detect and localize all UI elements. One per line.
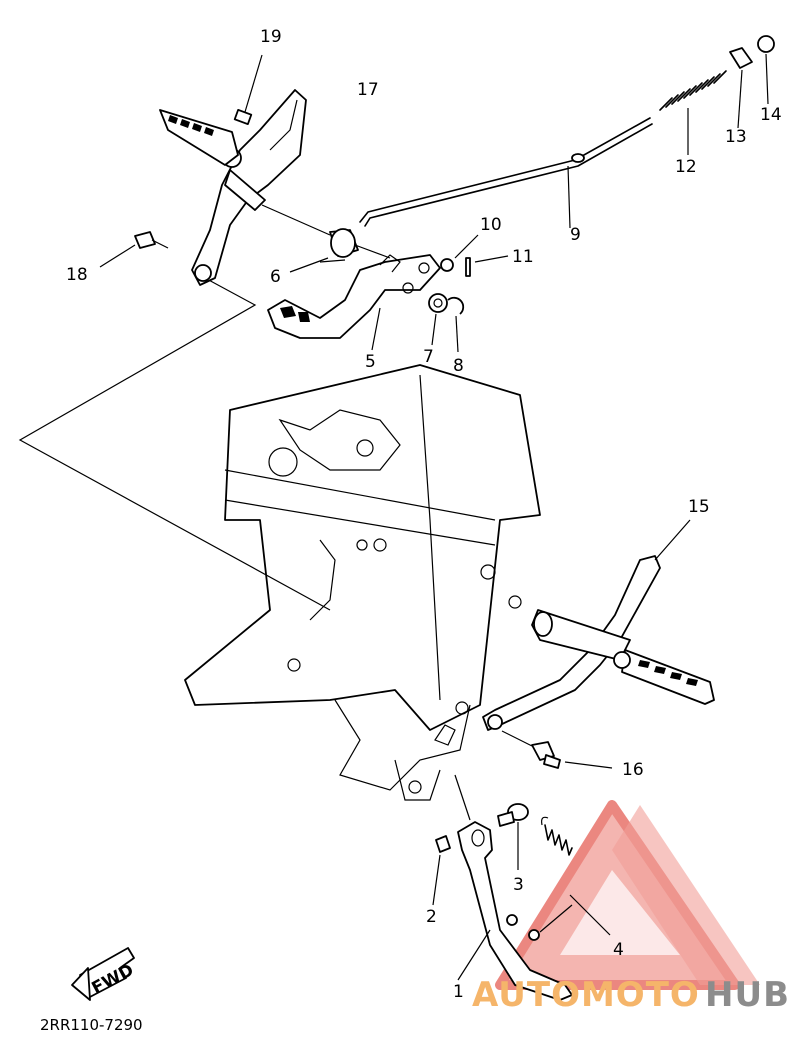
- part-12-spring: [659, 70, 727, 155]
- diagram-code: 2RR110-7290: [40, 1016, 143, 1034]
- watermark-text-automoto: AUTOMOTO: [472, 975, 700, 1015]
- callout-3: 3: [513, 875, 524, 895]
- part-15-footrest-bracket: [482, 519, 715, 731]
- callout-7: 7: [423, 347, 434, 367]
- part-6-bushing: [289, 228, 359, 273]
- frame: [184, 364, 541, 801]
- watermark-text-hub: HUB: [705, 975, 790, 1015]
- part-7-washer: [428, 293, 448, 346]
- part-1-side-stand: [454, 774, 573, 1001]
- part-4-spring: [506, 816, 611, 941]
- callout-19: 19: [260, 27, 282, 47]
- callout-9: 9: [570, 225, 581, 245]
- fwd-direction-arrow: FWD: [71, 947, 137, 1001]
- callout-10: 10: [480, 215, 502, 235]
- callout-4: 4: [613, 940, 624, 960]
- part-17-footpeg: [159, 109, 239, 166]
- callout-6: 6: [270, 267, 281, 287]
- part-9-brake-rod: [359, 117, 653, 229]
- callout-2: 2: [426, 907, 437, 927]
- part-8-circlip: [447, 296, 465, 353]
- callout-11: 11: [512, 247, 534, 267]
- part-14-adjuster-nut: [757, 35, 775, 105]
- part-2-nut: [432, 835, 451, 906]
- pivot-guide-line: [261, 204, 391, 259]
- callout-5: 5: [365, 352, 376, 372]
- callout-17: 17: [357, 80, 379, 100]
- assembly-guide-line: [18, 277, 331, 611]
- part-3-bolt: [497, 803, 529, 870]
- part-19-bolt: [233, 54, 263, 125]
- part-13-joint: [729, 47, 753, 129]
- part-11-cotter-pin: [465, 255, 509, 277]
- callout-1: 1: [453, 982, 464, 1002]
- part-16-bolt: [501, 730, 613, 769]
- callout-15: 15: [688, 497, 710, 517]
- part-18-bolt: [99, 231, 169, 268]
- callout-16: 16: [622, 760, 644, 780]
- callout-14: 14: [760, 105, 782, 125]
- watermark-logo: [495, 800, 760, 990]
- part-10-nut: [440, 234, 479, 272]
- callout-18: 18: [66, 265, 88, 285]
- callout-8: 8: [453, 356, 464, 376]
- callout-13: 13: [725, 127, 747, 147]
- part-5-brake-pedal: [267, 254, 441, 351]
- callout-12: 12: [675, 157, 697, 177]
